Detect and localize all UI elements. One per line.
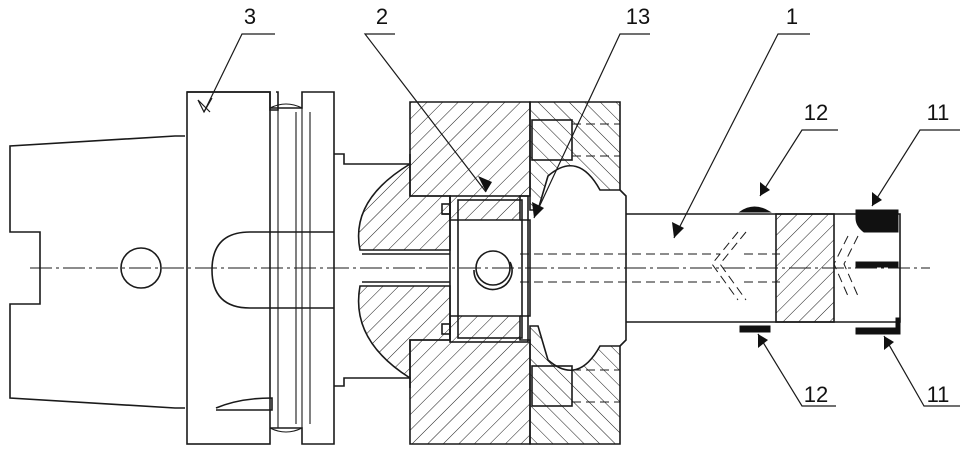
callout-1: 1 <box>786 4 798 29</box>
body-section <box>359 102 530 444</box>
callout-12-top: 12 <box>804 100 828 125</box>
callout-3: 3 <box>244 4 256 29</box>
cutter-part-1 <box>520 207 900 334</box>
callout-11-bottom: 11 <box>927 382 950 407</box>
callout-11-top: 11 <box>927 100 950 125</box>
callout-12-bottom: 12 <box>804 382 828 407</box>
callout-13: 13 <box>626 4 650 29</box>
taper-shank <box>10 136 185 408</box>
callout-2: 2 <box>376 4 388 29</box>
clamp-nut-section <box>530 102 626 444</box>
leader-lines <box>198 34 960 406</box>
